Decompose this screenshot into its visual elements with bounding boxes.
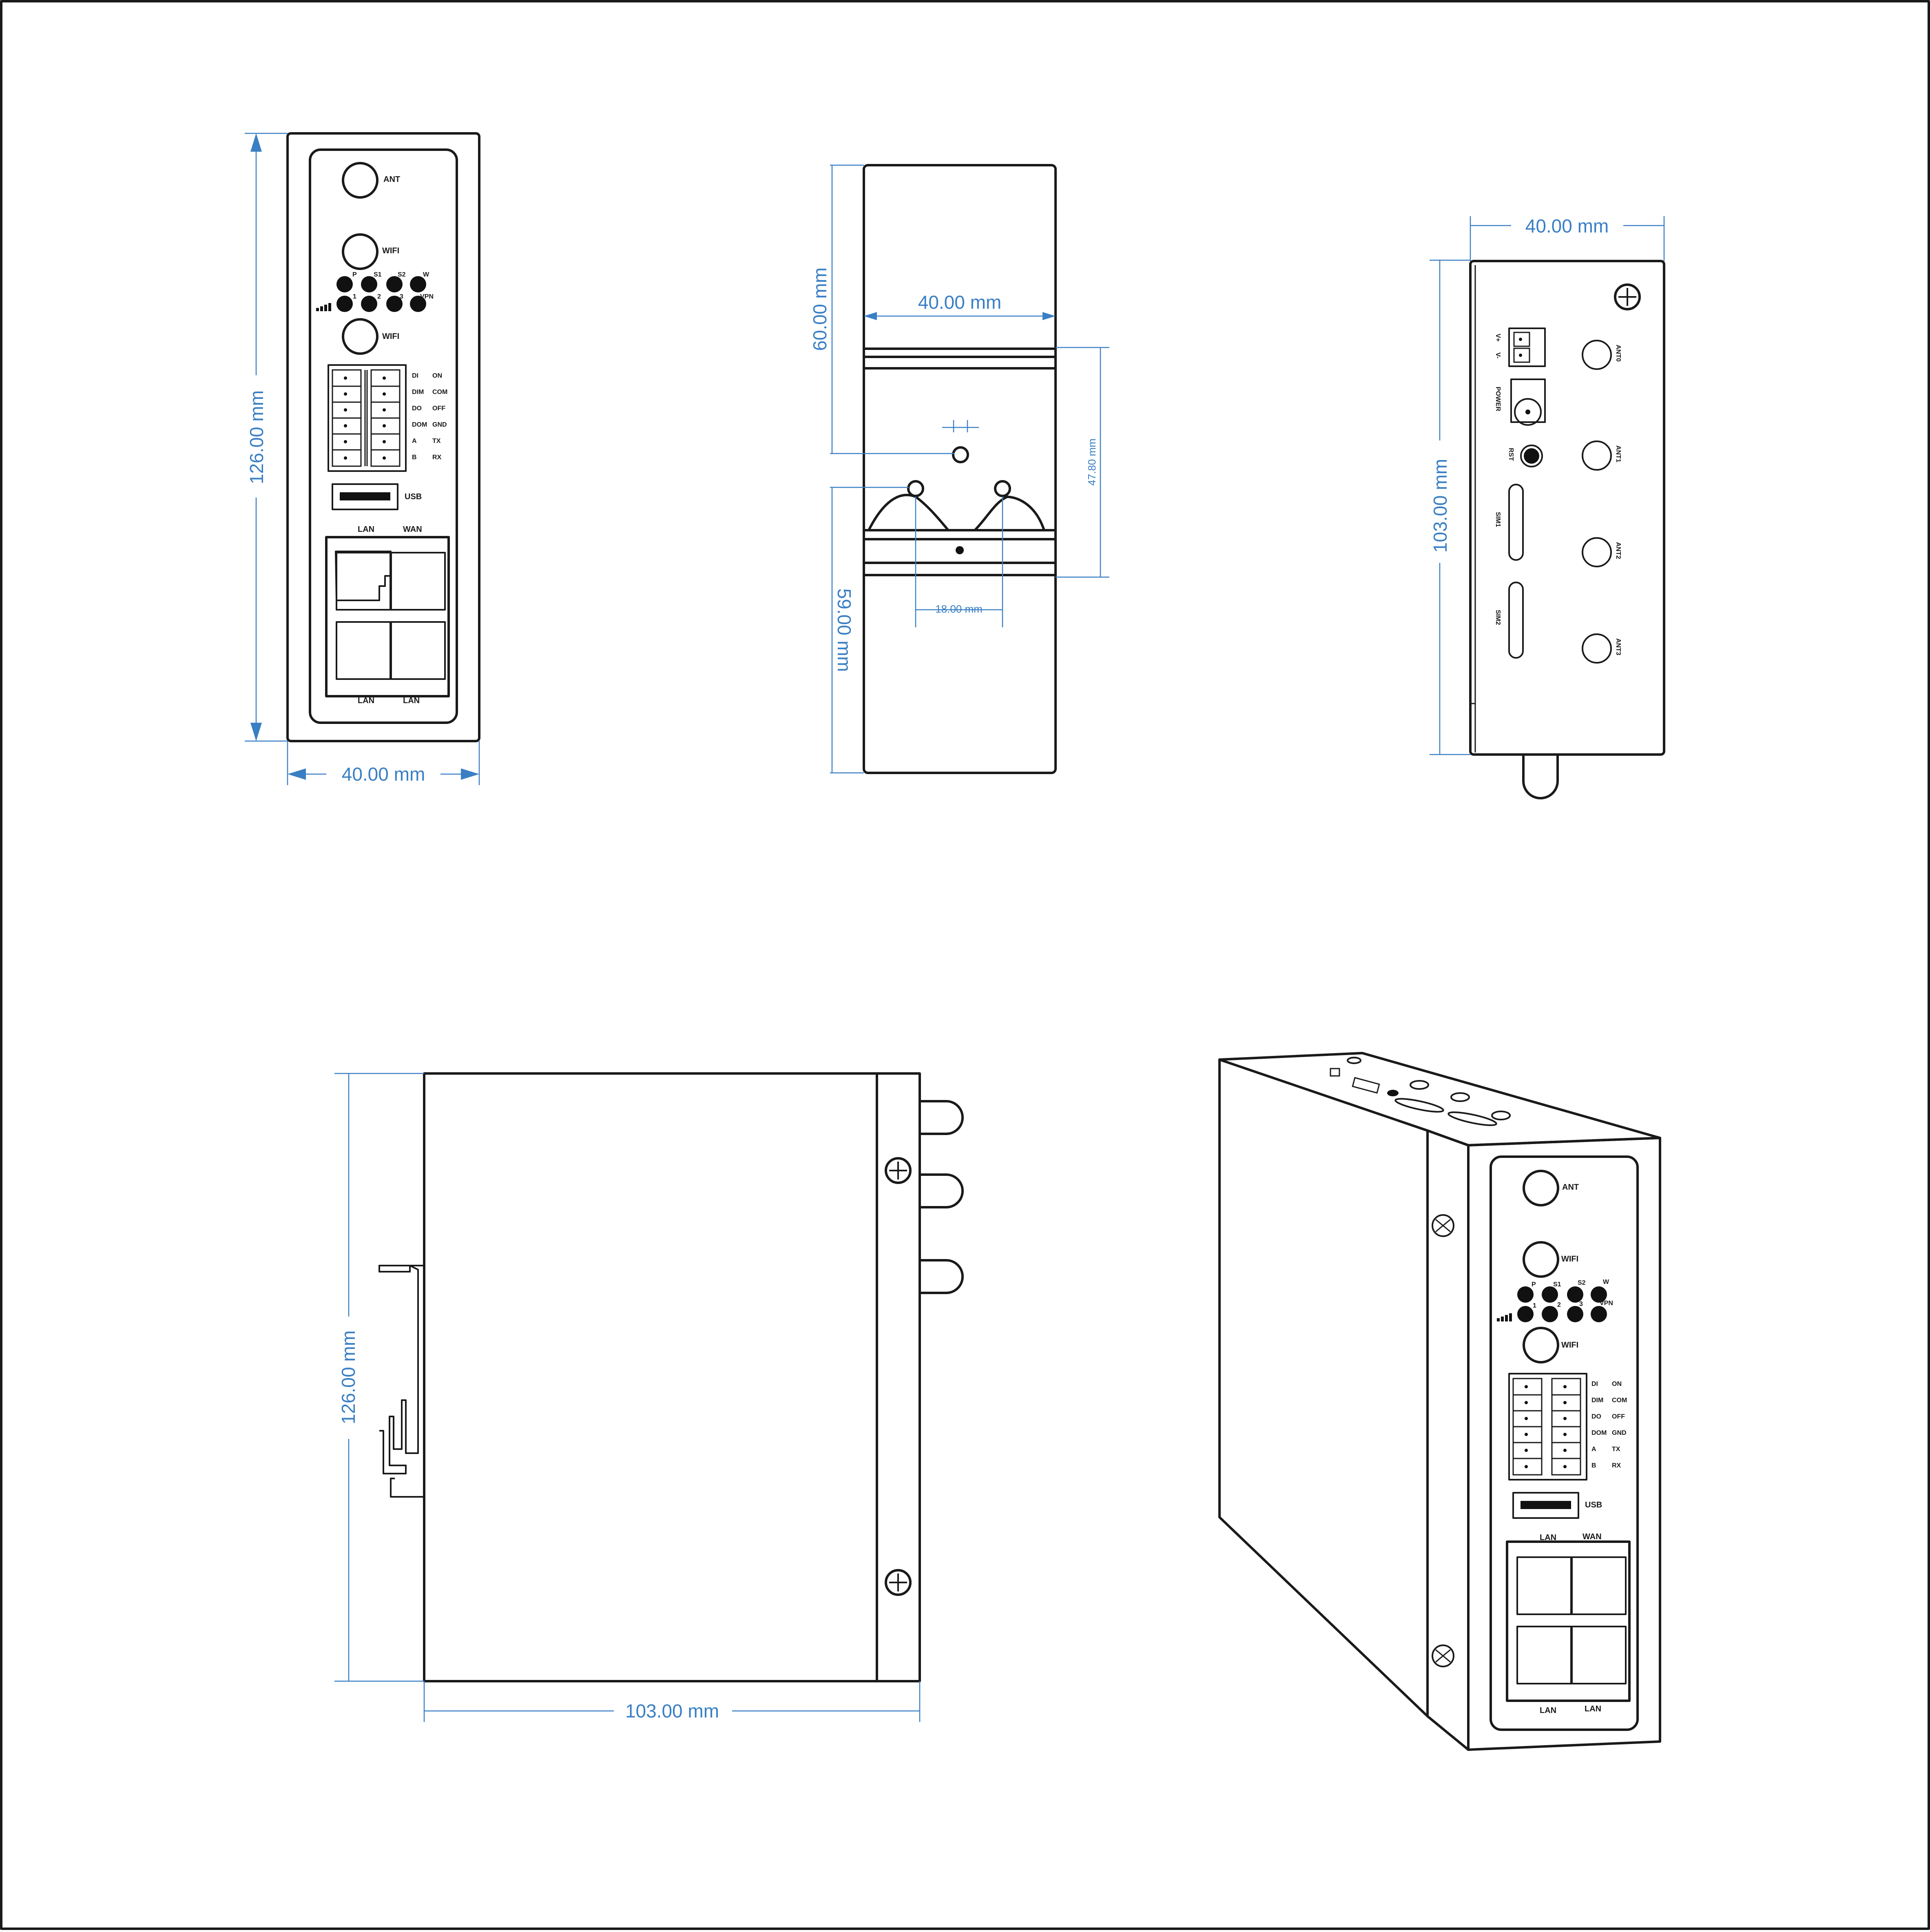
- iso-led-label-1: 1: [1533, 1302, 1536, 1309]
- side-height-dimension: 126.00 mm: [338, 1330, 359, 1424]
- vplus-label: V+: [1494, 334, 1501, 342]
- iso-terminal-b: B: [1591, 1462, 1596, 1469]
- iso-led-label-3: 3: [1579, 1301, 1583, 1308]
- ant1-label: ANT1: [1615, 445, 1622, 463]
- port-label-wan: WAN: [403, 525, 422, 534]
- iso-port-label-wan: WAN: [1583, 1532, 1602, 1541]
- iso-terminal-on: ON: [1612, 1381, 1622, 1388]
- terminal-di: DI: [412, 372, 418, 379]
- terminal-do: DO: [412, 405, 422, 412]
- iso-port-label-lan-bl: LAN: [1540, 1706, 1556, 1715]
- top-view: V+ V- POWER RST SIM1 SIM2 ANT0 ANT1 ANT2…: [1428, 214, 1665, 799]
- vminus-label: V-: [1494, 352, 1501, 359]
- iso-led-label-s2: S2: [1578, 1279, 1586, 1286]
- port-label-lan-br: LAN: [403, 696, 420, 705]
- side-view: 126.00 mm 103.00 mm: [334, 1072, 964, 1722]
- ant-label: ANT: [383, 175, 400, 184]
- top-depth-dimension: 103.00 mm: [1430, 459, 1451, 553]
- back-lower-dimension: 59.00 mm: [834, 589, 855, 672]
- wifi-bottom-label: WIFI: [382, 332, 399, 341]
- wifi-top-label: WIFI: [382, 246, 399, 255]
- power-label: POWER: [1494, 387, 1501, 412]
- iso-ant-label: ANT: [1562, 1183, 1579, 1192]
- iso-terminal-off: OFF: [1612, 1413, 1625, 1420]
- side-depth-dimension: 103.00 mm: [625, 1700, 719, 1722]
- led-label-p: P: [352, 271, 357, 278]
- iso-port-label-lan-top: LAN: [1540, 1533, 1556, 1542]
- sim2-label: SIM2: [1494, 610, 1501, 625]
- iso-terminal-com: COM: [1612, 1397, 1627, 1404]
- top-width-dimension: 40.00 mm: [1525, 215, 1609, 237]
- iso-led-label-s1: S1: [1553, 1281, 1561, 1288]
- iso-usb-label: USB: [1585, 1500, 1602, 1509]
- front-view: ANT WIFI P S1 S2 W 1 2 3 VPN WIFI DI DIM…: [245, 133, 479, 786]
- iso-terminal-tx: TX: [1612, 1446, 1620, 1453]
- iso-terminal-do: DO: [1591, 1413, 1601, 1420]
- back-upper-dimension: 60.00 mm: [809, 268, 830, 351]
- iso-led-label-p: P: [1532, 1281, 1536, 1288]
- led-label-s1: S1: [374, 271, 382, 278]
- led-label-w: W: [423, 271, 429, 278]
- led-label-3: 3: [400, 293, 403, 300]
- ant2-label: ANT2: [1615, 542, 1622, 559]
- led-label-1: 1: [353, 293, 356, 300]
- iso-led-label-vpn: VPN: [1600, 1300, 1613, 1307]
- led-label-s2: S2: [398, 271, 406, 278]
- terminal-tx: TX: [432, 438, 441, 445]
- terminal-off: OFF: [432, 405, 445, 412]
- ant3-label: ANT3: [1615, 638, 1622, 655]
- iso-terminal-gnd: GND: [1612, 1430, 1627, 1436]
- ant0-label: ANT0: [1615, 345, 1622, 362]
- iso-wifi-bottom-label: WIFI: [1561, 1341, 1578, 1350]
- iso-led-label-2: 2: [1557, 1301, 1561, 1308]
- led-label-2: 2: [377, 293, 381, 300]
- back-view: 60.00 mm 59.00 mm 40.00 mm 47.80 mm 18.0…: [809, 164, 1109, 774]
- iso-wifi-top-label: WIFI: [1561, 1255, 1578, 1264]
- port-label-lan-top: LAN: [358, 525, 374, 534]
- back-rail-dimension: 47.80 mm: [1086, 438, 1098, 486]
- iso-terminal-dom: DOM: [1591, 1430, 1607, 1436]
- terminal-gnd: GND: [432, 421, 447, 428]
- terminal-b: B: [412, 454, 417, 461]
- terminal-dim: DIM: [412, 389, 424, 396]
- rst-label: RST: [1507, 448, 1514, 461]
- terminal-rx: RX: [432, 454, 442, 461]
- iso-terminal-dim: DIM: [1591, 1397, 1603, 1404]
- sim1-label: SIM1: [1494, 512, 1501, 527]
- iso-led-label-w: W: [1603, 1279, 1609, 1286]
- isometric-view: ANT WIFI P S1 S2 W 1 2 3 VPN WIFI DI DIM…: [1218, 1052, 1661, 1751]
- iso-terminal-rx: RX: [1612, 1462, 1621, 1469]
- iso-terminal-a: A: [1591, 1446, 1596, 1453]
- front-height-dimension: 126.00 mm: [246, 390, 267, 484]
- front-width-dimension: 40.00 mm: [342, 764, 425, 785]
- terminal-dom: DOM: [412, 421, 427, 428]
- iso-terminal-di: DI: [1591, 1381, 1598, 1388]
- usb-label: USB: [405, 492, 422, 501]
- led-label-vpn: VPN: [420, 293, 434, 300]
- iso-port-label-lan-br: LAN: [1585, 1704, 1601, 1713]
- back-width-dimension: 40.00 mm: [918, 292, 1002, 313]
- terminal-on: ON: [432, 372, 442, 379]
- terminal-com: COM: [432, 389, 447, 396]
- terminal-a: A: [412, 438, 417, 445]
- back-holes-dimension: 18.00 mm: [935, 603, 983, 615]
- port-label-lan-bl: LAN: [358, 696, 374, 705]
